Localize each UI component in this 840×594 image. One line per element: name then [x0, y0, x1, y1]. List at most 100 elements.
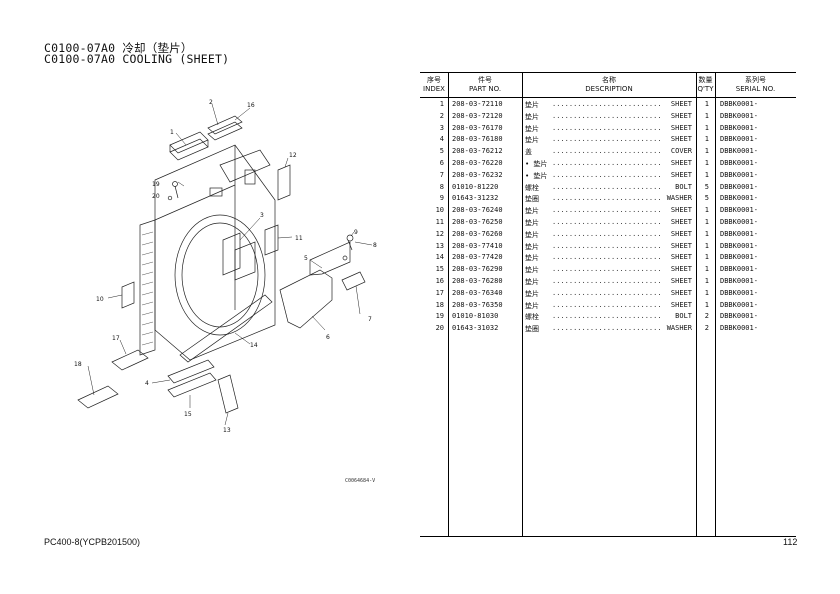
- seal-sheet-17: [111, 349, 149, 371]
- row-index: 18: [435, 300, 444, 309]
- row-name: 垫片: [525, 219, 539, 227]
- dot-leader: ........................................…: [552, 265, 662, 274]
- callout-12: 12: [289, 152, 297, 159]
- callout-9: 9: [354, 229, 358, 236]
- row-name: 螺栓: [525, 183, 539, 192]
- row-part-no: 208-03-76290: [452, 265, 503, 274]
- callout-15: 15: [184, 411, 192, 418]
- row-part-no: 208-03-72110: [452, 100, 503, 108]
- seal-pad-10: [121, 281, 135, 309]
- row-desc: SHEET: [670, 288, 692, 297]
- dot-leader: ........................................…: [552, 229, 662, 238]
- row-qty: 1: [704, 100, 709, 108]
- row-qty: 2: [704, 324, 709, 333]
- page-title-en: C0100-07A0 COOLING (SHEET): [44, 52, 230, 66]
- row-name: 垫片: [525, 124, 539, 133]
- row-serial: DBBK0001-: [720, 253, 758, 262]
- row-serial: DBBK0001-: [720, 288, 758, 297]
- row-part-no: 208-03-76232: [452, 170, 503, 179]
- row-index: 11: [435, 218, 444, 226]
- callout-18: 18: [74, 361, 82, 368]
- row-serial: DBBK0001-: [720, 194, 758, 203]
- callout-20: 20: [152, 193, 160, 200]
- callout-13: 13: [223, 427, 231, 434]
- row-index: 14: [435, 253, 444, 262]
- dot-leader: ........................................…: [552, 324, 662, 333]
- row-index: 12: [435, 229, 444, 238]
- row-desc: SHEET: [670, 123, 692, 132]
- dot-leader: ........................................…: [552, 277, 662, 285]
- row-index: 17: [435, 288, 444, 297]
- row-qty: 5: [704, 182, 709, 191]
- row-index: 6: [439, 159, 444, 167]
- row-qty: 1: [704, 159, 709, 167]
- row-qty: 5: [704, 194, 709, 203]
- row-name: 垫片: [525, 278, 539, 286]
- seal-strip-4: [167, 359, 215, 384]
- row-serial: DBBK0001-: [720, 100, 758, 108]
- seal-sheet-7: [341, 271, 366, 291]
- seal-pad-12: [277, 164, 291, 201]
- callout-6: 6: [326, 334, 330, 341]
- row-serial: DBBK0001-: [720, 182, 758, 191]
- dot-leader: ........................................…: [552, 123, 662, 132]
- row-desc: SHEET: [670, 135, 692, 144]
- row-index: 9: [439, 194, 444, 203]
- row-index: 16: [435, 277, 444, 285]
- callout-16: 16: [247, 102, 255, 109]
- callout-8: 8: [373, 242, 377, 249]
- page-title-cn: C0100-07A0 冷却（垫片）: [44, 41, 193, 55]
- dot-leader: ........................................…: [552, 100, 662, 108]
- row-serial: DBBK0001-: [720, 277, 758, 285]
- seal-sheet-13: [217, 374, 239, 414]
- row-serial: DBBK0001-: [720, 218, 758, 226]
- row-qty: 1: [704, 147, 709, 156]
- row-qty: 1: [704, 288, 709, 297]
- row-serial: DBBK0001-: [720, 312, 758, 321]
- row-name: 垫片: [525, 242, 539, 251]
- row-name: 垫片: [525, 301, 539, 310]
- row-name: • 垫片: [525, 160, 548, 168]
- row-desc: SHEET: [670, 300, 692, 309]
- row-desc: SHEET: [670, 100, 692, 108]
- row-part-no: 208-03-76212: [452, 147, 503, 156]
- row-name: • 垫片: [525, 171, 548, 180]
- row-part-no: 208-03-76260: [452, 229, 503, 238]
- callout-10: 10: [96, 296, 104, 303]
- row-part-no: 208-03-76250: [452, 218, 503, 226]
- row-name: 垫片: [525, 266, 539, 275]
- row-desc: SHEET: [670, 218, 692, 226]
- row-desc: SHEET: [670, 170, 692, 179]
- row-name: 螺栓: [525, 313, 539, 322]
- row-desc: SHEET: [670, 241, 692, 250]
- seal-pad-3: [222, 232, 241, 276]
- row-part-no: 208-03-76180: [452, 135, 503, 144]
- dot-leader: ........................................…: [552, 147, 662, 156]
- row-qty: 1: [704, 111, 709, 120]
- row-index: 19: [435, 312, 444, 321]
- row-name: 盖: [525, 148, 532, 157]
- row-serial: DBBK0001-: [720, 300, 758, 309]
- callout-4: 4: [145, 380, 149, 387]
- callout-2: 2: [209, 99, 213, 106]
- row-qty: 1: [704, 206, 709, 215]
- callout-1: 1: [170, 129, 174, 136]
- row-desc: COVER: [670, 147, 692, 156]
- row-part-no: 208-03-72120: [452, 111, 503, 120]
- row-serial: DBBK0001-: [720, 147, 758, 156]
- row-part-no: 208-03-77420: [452, 253, 503, 262]
- row-index: 8: [439, 182, 444, 191]
- row-qty: 2: [704, 312, 709, 321]
